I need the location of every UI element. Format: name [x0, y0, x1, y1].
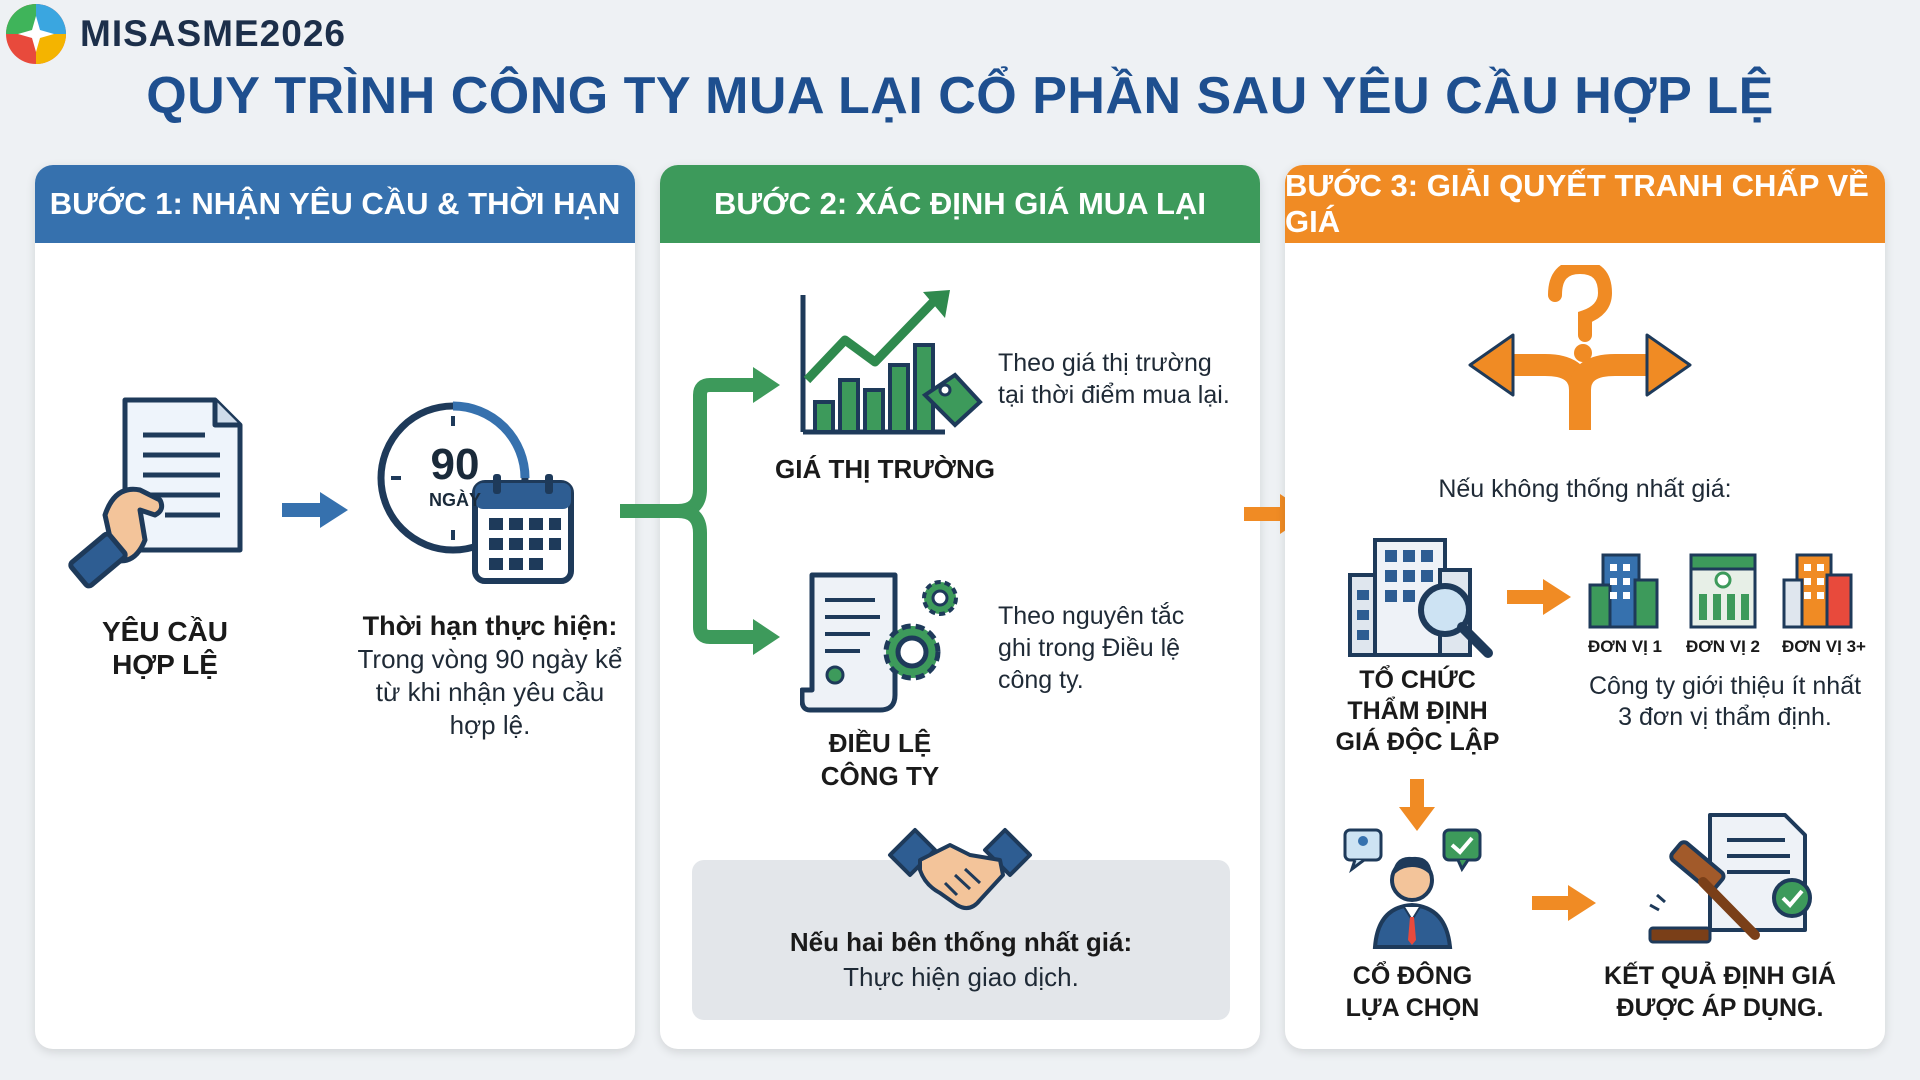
- deadline-text: Trong vòng 90 ngày kể từ khi nhận yêu cầ…: [357, 644, 623, 740]
- org-label-line2: THẨM ĐỊNH: [1347, 697, 1488, 725]
- org-label: TỔ CHỨC THẨM ĐỊNH GIÁ ĐỘC LẬP: [1310, 665, 1525, 758]
- request-label-line1: YÊU CẦU: [101, 616, 228, 647]
- step1-header: BƯỚC 1: NHẬN YÊU CẦU & THỜI HẠN: [35, 165, 635, 243]
- shareholder-label-line1: CỔ ĐÔNG: [1352, 962, 1473, 990]
- arrow-down-icon: [1399, 779, 1435, 831]
- market-chart-icon: [800, 290, 983, 435]
- shareholder-label-line2: LỰA CHỌN: [1345, 994, 1480, 1022]
- charter-label: ĐIỀU LỆ CÔNG TY: [790, 727, 970, 793]
- market-label: GIÁ THỊ TRƯỜNG: [775, 454, 995, 484]
- market-desc-line1: Theo giá thị trường: [998, 349, 1212, 377]
- result-label-line2: ĐƯỢC ÁP DỤNG.: [1616, 994, 1824, 1022]
- result-label: KẾT QUẢ ĐỊNH GIÁ ĐƯỢC ÁP DỤNG.: [1585, 960, 1855, 1024]
- step3-panel: BƯỚC 3: GIẢI QUYẾT TRANH CHẤP VỀ GIÁ Nếu…: [1285, 165, 1885, 1049]
- branch-connector-icon: [620, 367, 780, 655]
- arrow-right-icon: [282, 492, 348, 528]
- unit2-label: ĐƠN VỊ 2: [1685, 637, 1761, 656]
- charter-label-line1: ĐIỀU LỆ: [828, 728, 932, 758]
- building-magnifier-icon: [1348, 538, 1493, 658]
- arrow-right-orange-icon: [1507, 579, 1571, 615]
- brand-logo: MISASME2026: [4, 2, 346, 66]
- deadline-block: Thời hạn thực hiện: Trong vòng 90 ngày k…: [345, 610, 635, 742]
- charter-desc-line1: Theo nguyên tắc: [998, 602, 1185, 630]
- question-branch-icon: [1468, 265, 1692, 430]
- clock-number: 90: [430, 440, 480, 489]
- document-hand-icon: [68, 397, 243, 589]
- clock-calendar-icon: [377, 401, 574, 584]
- unit1-building-icon: [1588, 553, 1659, 629]
- unit1-label: ĐƠN VỊ 1: [1587, 637, 1663, 656]
- charter-gears-icon: [800, 572, 958, 713]
- brand-mark-icon: [6, 4, 66, 64]
- deadline-title: Thời hạn thực hiện:: [362, 611, 618, 641]
- unit3-label: ĐƠN VỊ 3+: [1782, 637, 1866, 656]
- step3-header: BƯỚC 3: GIẢI QUYẾT TRANH CHẤP VỀ GIÁ: [1285, 165, 1885, 243]
- charter-desc: Theo nguyên tắc ghi trong Điều lệ công t…: [998, 600, 1238, 696]
- agree-title: Nếu hai bên thống nhất giá:: [789, 927, 1133, 957]
- charter-desc-line3: công ty.: [998, 666, 1084, 694]
- clock-unit: NGÀY: [428, 490, 481, 510]
- request-label: YÊU CẦU HỢP LỆ: [95, 615, 235, 681]
- market-desc-line2: tại thời điểm mua lại.: [998, 381, 1230, 409]
- disagree-text: Nếu không thống nhất giá:: [1438, 475, 1732, 503]
- org-label-line1: TỔ CHỨC: [1359, 666, 1476, 694]
- org-label-line3: GIÁ ĐỘC LẬP: [1335, 728, 1500, 756]
- charter-label-line2: CÔNG TY: [820, 761, 940, 791]
- request-label-line2: HỢP LỆ: [112, 649, 218, 680]
- shareholder-label: CỔ ĐÔNG LỰA CHỌN: [1325, 960, 1500, 1024]
- units-desc-line1: Công ty giới thiệu ít nhất: [1588, 672, 1862, 700]
- charter-desc-line2: ghi trong Điều lệ: [998, 634, 1181, 662]
- units-desc-line2: 3 đơn vị thẩm định.: [1618, 703, 1832, 731]
- step1-panel: BƯỚC 1: NHẬN YÊU CẦU & THỜI HẠN YÊU CẦU …: [35, 165, 635, 1049]
- market-desc: Theo giá thị trường tại thời điểm mua lạ…: [998, 347, 1260, 411]
- step2-header: BƯỚC 2: XÁC ĐỊNH GIÁ MUA LẠI: [660, 165, 1260, 243]
- shareholder-icon: [1343, 828, 1482, 949]
- unit3-building-icon: [1782, 553, 1853, 629]
- arrow-right-orange-icon: [1532, 885, 1596, 921]
- units-desc: Công ty giới thiệu ít nhất 3 đơn vị thẩm…: [1570, 671, 1880, 733]
- brand-name: MISASME2026: [80, 13, 346, 54]
- handshake-icon: [888, 828, 1032, 911]
- agree-text: Thực hiện giao dịch.: [843, 962, 1079, 992]
- step2-panel: BƯỚC 2: XÁC ĐỊNH GIÁ MUA LẠI GIÁ THỊ TRƯ…: [660, 165, 1260, 1049]
- result-label-line1: KẾT QUẢ ĐỊNH GIÁ: [1604, 962, 1836, 990]
- page-title: QUY TRÌNH CÔNG TY MUA LẠI CỔ PHẦN SAU YÊ…: [146, 67, 1774, 125]
- unit2-building-icon: [1689, 553, 1757, 629]
- gavel-result-icon: [1648, 813, 1812, 944]
